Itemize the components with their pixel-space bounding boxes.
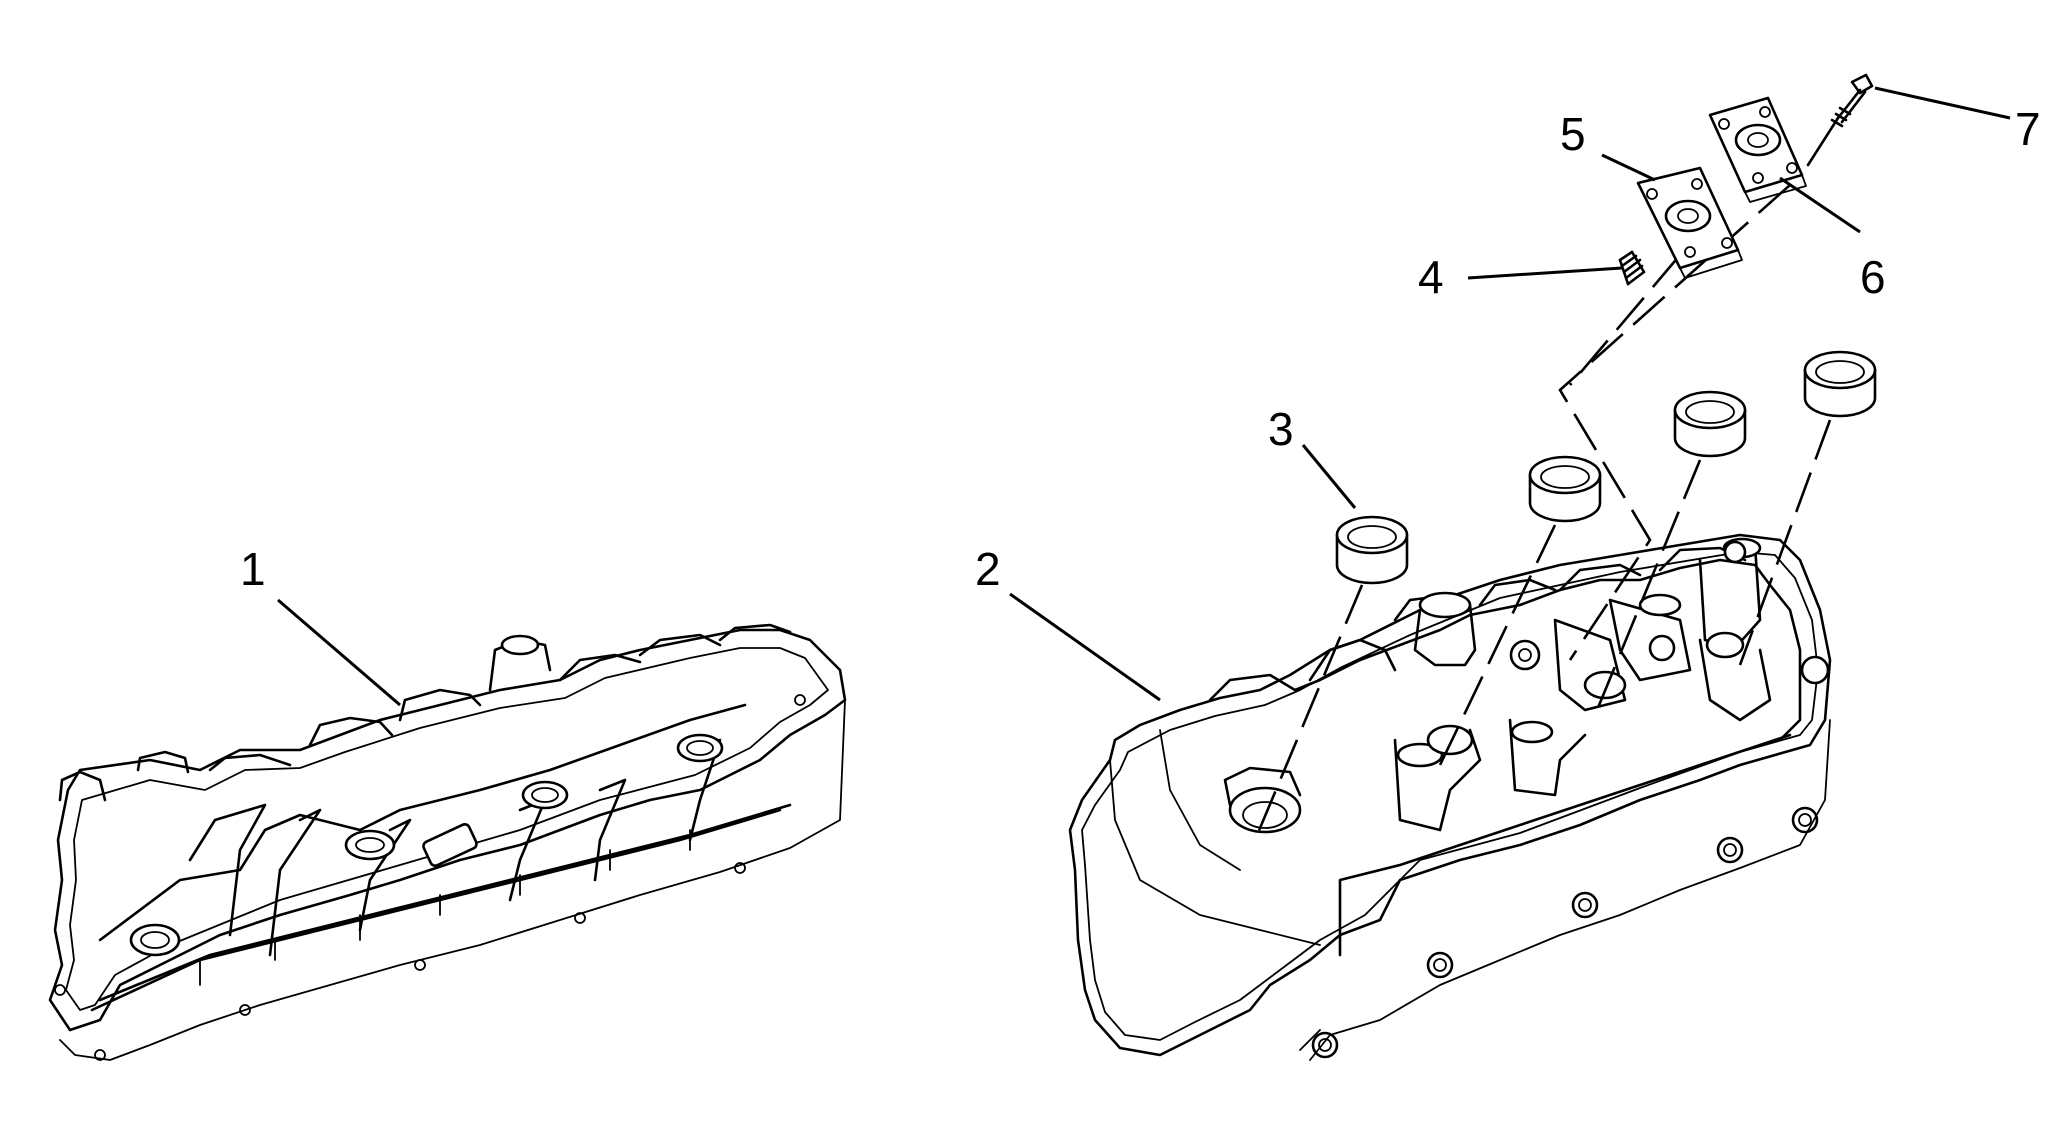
callout-5: 5 <box>1560 108 1586 160</box>
callout-7: 7 <box>2015 103 2041 155</box>
callout-1: 1 <box>240 543 266 595</box>
callout-4: 4 <box>1418 251 1444 303</box>
access-plate-6 <box>1708 96 1807 203</box>
seal-1 <box>1335 515 1409 585</box>
seal-2 <box>1528 455 1602 523</box>
spark-plug-tube-seals <box>1335 350 1877 585</box>
valve-cover-top <box>1068 533 1832 1061</box>
leader-lines <box>277 86 2011 707</box>
callout-6: 6 <box>1860 251 1886 303</box>
callout-3: 3 <box>1268 403 1294 455</box>
stud-spring-4 <box>1618 250 1646 286</box>
seal-4 <box>1803 350 1877 418</box>
seal-3 <box>1673 390 1747 458</box>
callout-2: 2 <box>975 543 1001 595</box>
bolt-7 <box>1806 73 1874 167</box>
alignment-lines <box>1253 184 1832 841</box>
callout-labels: 1 2 3 4 5 6 7 <box>240 103 2041 595</box>
access-plate-5 <box>1636 166 1743 279</box>
valve-cover-underside <box>48 623 847 1061</box>
